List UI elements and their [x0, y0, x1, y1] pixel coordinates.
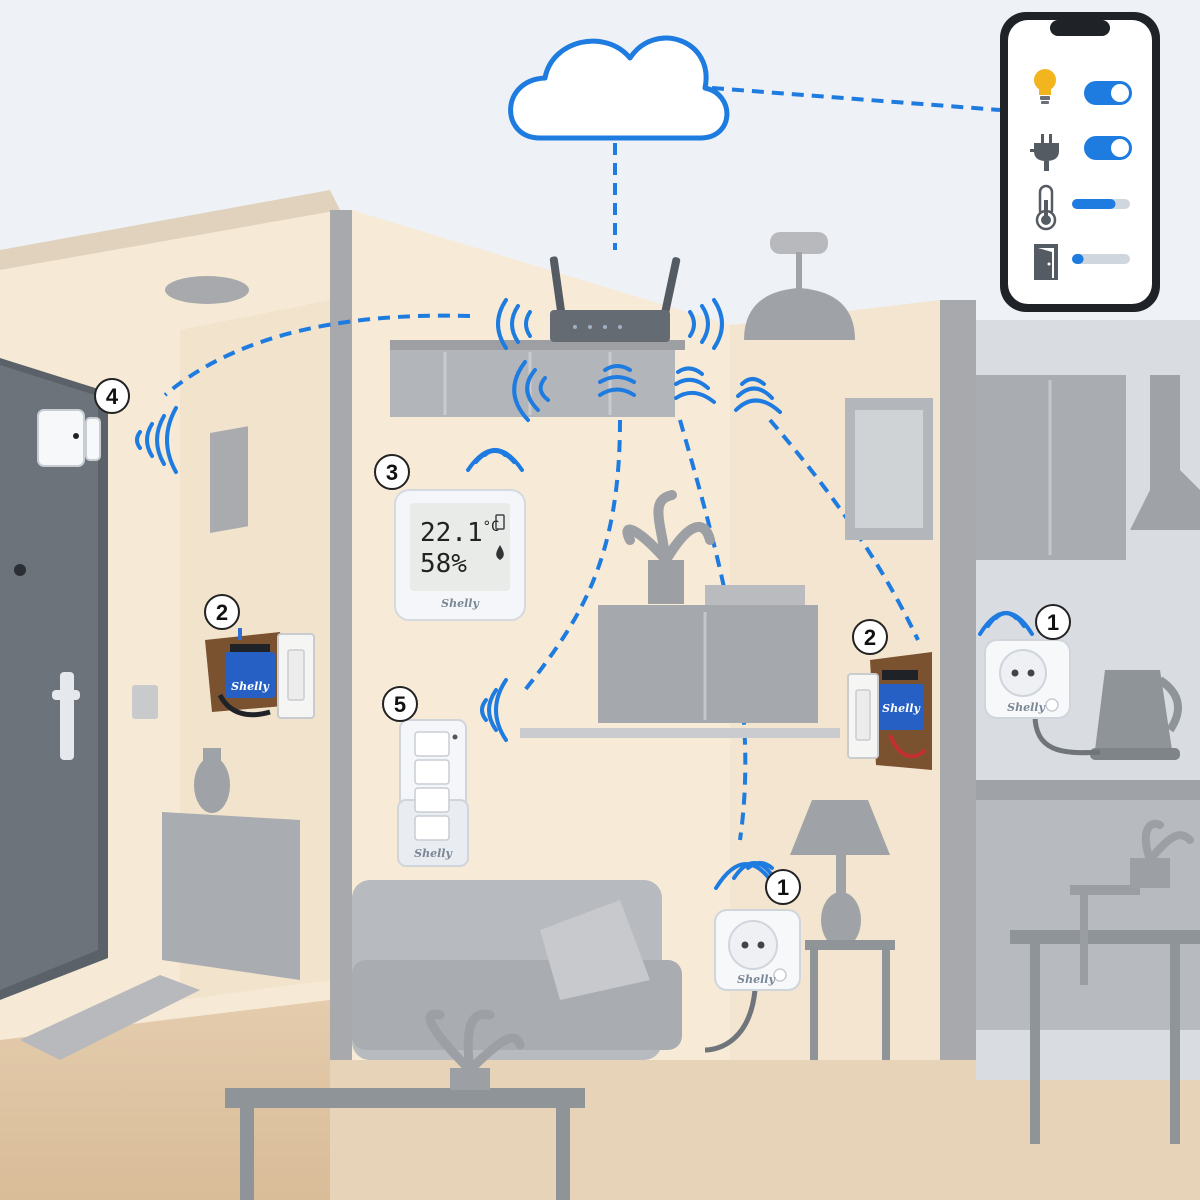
smartphone	[1000, 12, 1160, 312]
router	[550, 310, 670, 342]
badge-ht-sensor: 3	[374, 454, 410, 490]
badge-number: 1	[777, 875, 789, 900]
door-icon	[1034, 244, 1058, 280]
badge-number: 2	[864, 625, 876, 650]
badge-relay-left: 2	[204, 594, 240, 630]
plug-right-cord	[1032, 714, 1101, 756]
sofa-pillow	[540, 900, 650, 1000]
router-door-sensor-link	[163, 313, 471, 397]
badge-number: 5	[394, 692, 406, 717]
plant	[622, 490, 715, 565]
badge-number: 4	[106, 384, 119, 409]
cloud-phone-link	[711, 86, 1001, 112]
door-peephole	[14, 564, 26, 576]
coffee-table	[225, 1088, 585, 1108]
wall-pillar-right	[940, 300, 976, 1060]
wall-switch-hallway	[132, 685, 158, 719]
brand-label: Shelly	[737, 973, 776, 986]
wifi-door-sensor	[135, 406, 178, 474]
wifi-router-down-left	[512, 360, 550, 422]
remote-button-4	[414, 815, 450, 841]
badge-plug-center: 1	[765, 869, 801, 905]
slider-track[interactable]	[1072, 254, 1130, 264]
smart-plug-right	[984, 639, 1071, 719]
wifi-router-left	[496, 298, 532, 350]
badge-number: 1	[1047, 610, 1059, 635]
slider-fill	[1072, 254, 1084, 264]
brand-label: Shelly	[231, 680, 270, 693]
phone-app-screen	[1030, 69, 1132, 280]
wifi-remote	[480, 678, 508, 742]
ht-humidity: 58%	[420, 549, 467, 579]
badge-number: 3	[386, 460, 398, 485]
remote-button-1	[414, 731, 450, 757]
router-remote-link	[523, 419, 622, 692]
plug-center-cord	[704, 989, 758, 1053]
hallway-ceiling-edge	[0, 190, 340, 270]
ht-temperature: 22.1°C	[420, 518, 499, 548]
ceiling-light-left	[165, 276, 249, 304]
relay-module-right	[847, 652, 932, 770]
door-mat	[20, 975, 200, 1060]
slider-fill	[1072, 199, 1116, 209]
hallway-picture	[210, 426, 248, 533]
remote-button-2	[414, 759, 450, 785]
wifi-router-down-center	[598, 364, 636, 397]
brand-label: Shelly	[414, 847, 453, 860]
cloud-icon	[508, 35, 730, 141]
vase	[194, 757, 230, 813]
wall-shelf-cabinet	[598, 605, 818, 723]
smart-plug-center	[714, 909, 801, 991]
wifi-router-down-right	[674, 366, 716, 404]
ht-sensor	[394, 489, 526, 621]
badge-plug-right: 1	[1035, 604, 1071, 640]
wifi-ht-sensor	[466, 448, 524, 472]
connection-lines	[163, 86, 1001, 841]
router-antenna-left	[549, 256, 566, 319]
table-plant	[425, 1009, 525, 1075]
badge-number: 2	[216, 600, 228, 625]
toggle-knob	[1111, 84, 1129, 102]
remote-button-3	[414, 787, 450, 813]
light-bulb-icon	[1034, 69, 1056, 104]
badge-door-sensor: 4	[94, 378, 130, 414]
table-lamp	[790, 800, 890, 855]
power-plug-icon	[1030, 134, 1059, 171]
relay-module-left	[205, 628, 315, 719]
brand-label: Shelly	[441, 597, 480, 610]
wifi-router-right	[688, 298, 724, 350]
door-handle	[60, 672, 74, 760]
brand-label: Shelly	[1007, 701, 1046, 714]
badge-relay-right: 2	[852, 619, 888, 655]
kettle	[1095, 670, 1172, 750]
brand-label: Shelly	[882, 702, 921, 715]
range-hood	[1130, 375, 1200, 530]
badge-remote: 5	[382, 686, 418, 722]
plant-pot	[648, 560, 684, 604]
kitchen-counter	[976, 780, 1200, 800]
wall-pillar-left	[330, 210, 352, 1060]
door-window-sensor	[37, 409, 101, 467]
wifi-plug-right	[978, 611, 1034, 636]
side-table	[805, 940, 895, 950]
router-plug-center-link	[678, 419, 748, 841]
hallway-console	[162, 812, 300, 980]
wall-remote	[397, 719, 469, 867]
pendant-lamp	[744, 288, 855, 340]
wifi-router-far-right	[734, 377, 782, 414]
toggle-knob	[1111, 139, 1129, 157]
dining-chair	[1070, 885, 1140, 895]
router-antenna-right	[660, 257, 681, 319]
dining-table	[1010, 930, 1200, 944]
dining-plant	[1130, 858, 1170, 888]
thermometer-icon	[1035, 184, 1057, 231]
pendant-mount	[770, 232, 828, 254]
